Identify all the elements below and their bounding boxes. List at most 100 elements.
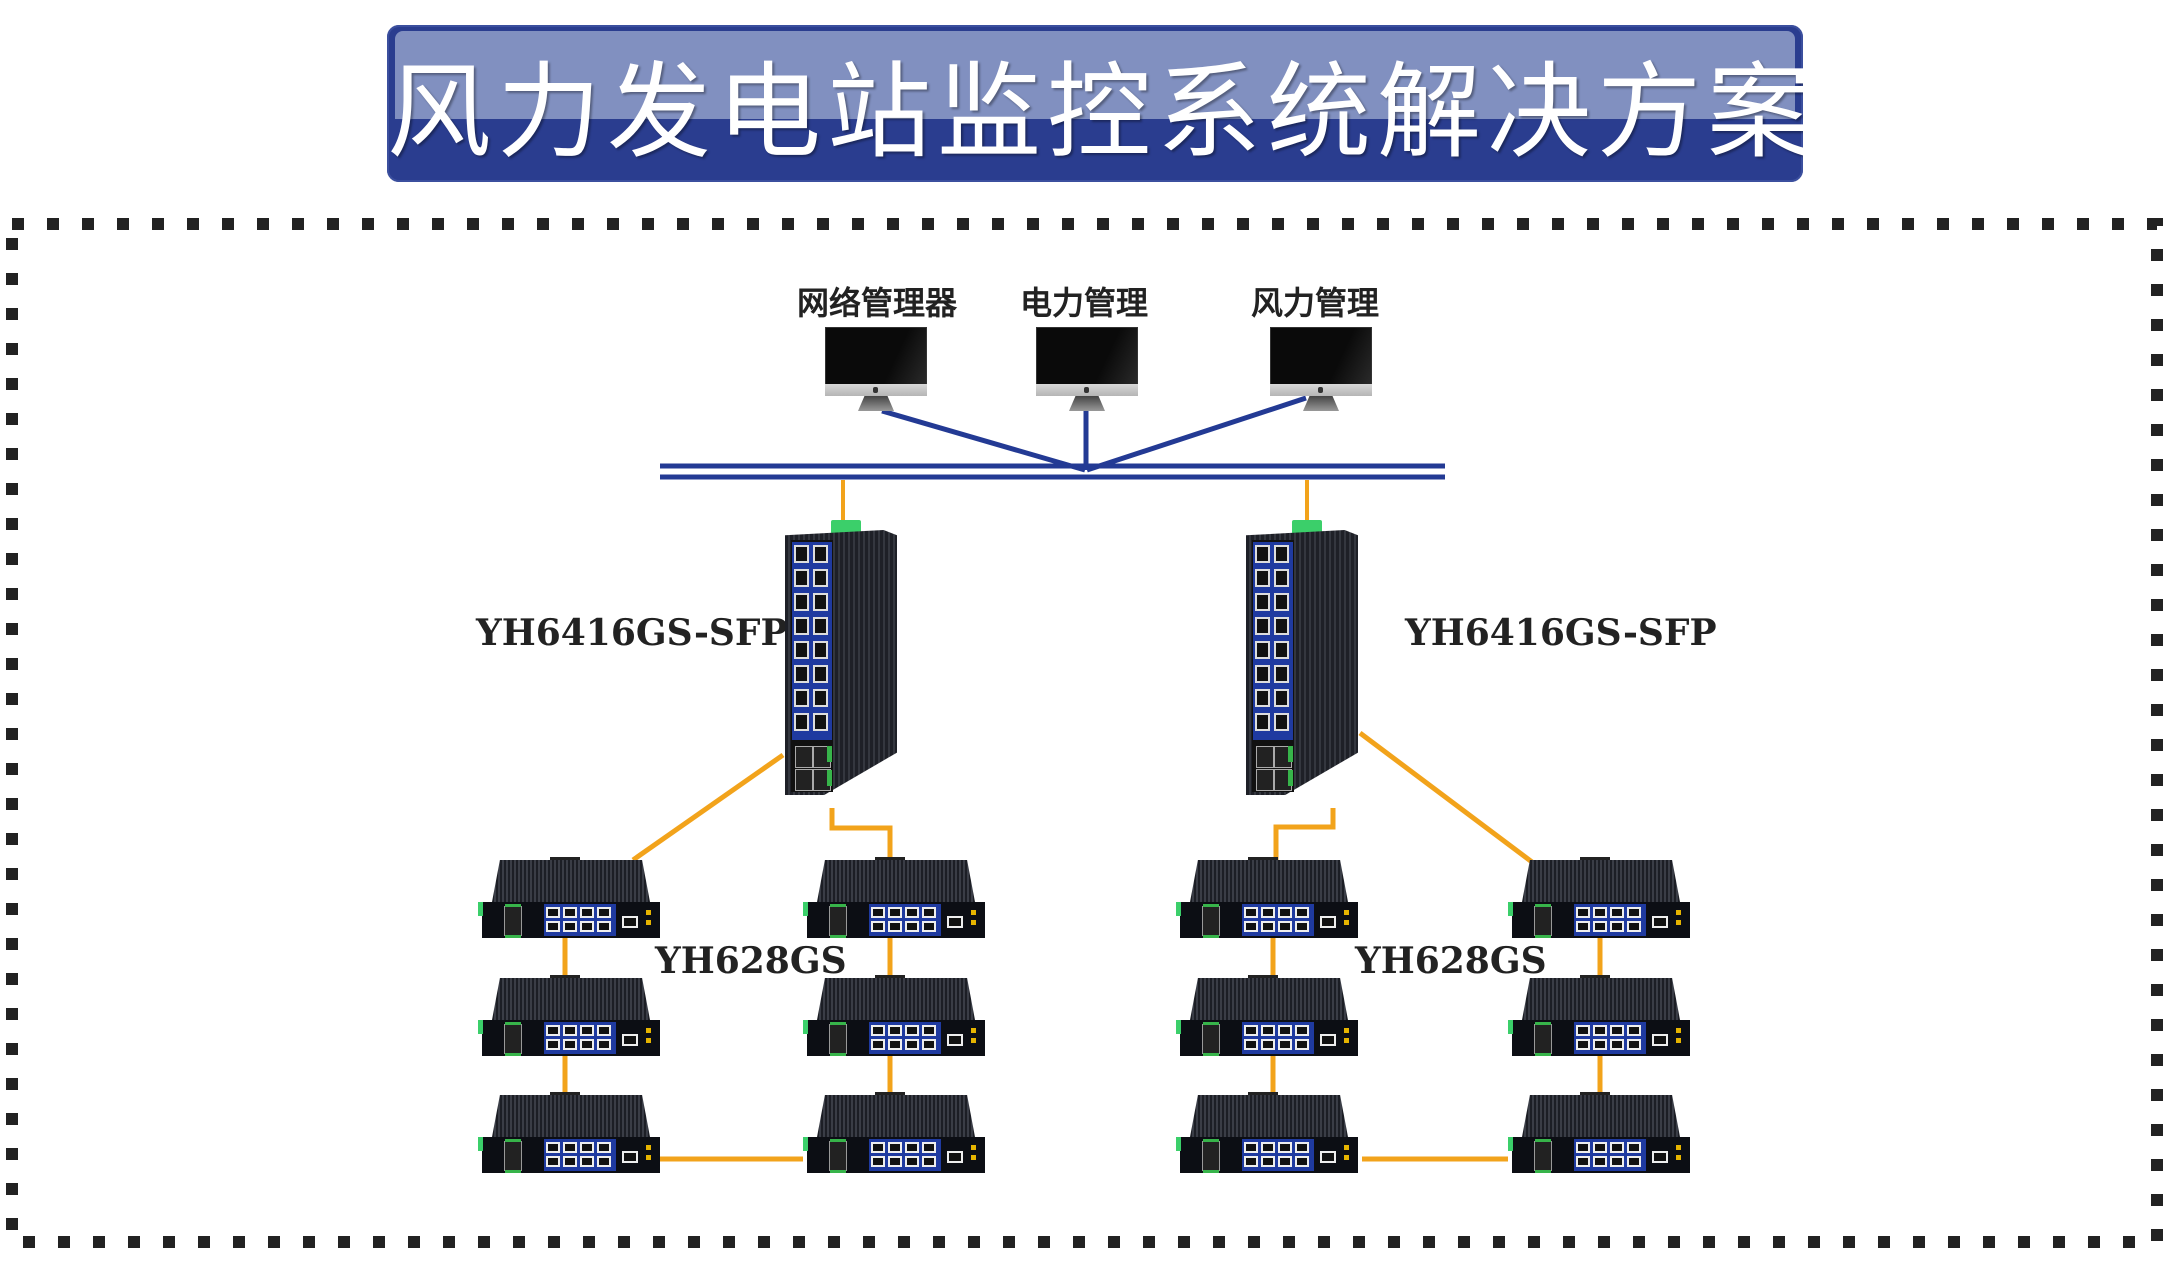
rj45-port <box>597 1025 611 1036</box>
console-port <box>1320 1034 1336 1046</box>
sfp-port <box>1256 746 1274 768</box>
rj45-port <box>794 617 809 635</box>
sfp-port <box>1534 1022 1552 1056</box>
console-port <box>1320 916 1336 928</box>
status-led <box>1288 746 1293 762</box>
rj45-port <box>580 1025 594 1036</box>
core-switch-right[interactable] <box>1246 520 1361 795</box>
desktop-monitor-icon[interactable] <box>1270 327 1372 412</box>
rj45-port <box>597 921 611 932</box>
rj45-port <box>597 1039 611 1050</box>
rj45-port <box>1261 907 1275 918</box>
rj45-port <box>813 713 828 731</box>
switch-chassis <box>1190 978 1348 1020</box>
rj45-port <box>794 689 809 707</box>
rj45-port <box>546 1142 560 1153</box>
rj45-port <box>580 1142 594 1153</box>
banner-gloss <box>395 31 1795 119</box>
sfp-port <box>1534 1139 1552 1173</box>
access-switch-left-2[interactable] <box>478 975 660 1058</box>
access-switch-right-2[interactable] <box>1176 975 1358 1058</box>
access-switch-left-1[interactable] <box>478 857 660 940</box>
rj45-port <box>563 921 577 932</box>
access-switch-right-3[interactable] <box>1176 1092 1358 1175</box>
power-terminal <box>1176 1137 1181 1151</box>
station-label-network-manager: 网络管理器 <box>797 284 958 322</box>
access-switch-right-4[interactable] <box>1508 857 1690 940</box>
rj45-port <box>1278 907 1292 918</box>
rj45-port <box>1255 569 1270 587</box>
rj45-port <box>1278 1142 1292 1153</box>
rj45-port <box>1593 1156 1607 1167</box>
rj45-port <box>871 1142 885 1153</box>
rj45-port <box>1295 907 1309 918</box>
rj45-port <box>1610 1142 1624 1153</box>
rj45-port <box>1244 1025 1258 1036</box>
switch-chassis <box>1522 978 1680 1020</box>
rj45-port <box>1576 1156 1590 1167</box>
sfp-port <box>1202 1139 1220 1173</box>
rj45-port <box>563 1142 577 1153</box>
access-switch-left-4[interactable] <box>803 857 985 940</box>
rj45-port <box>813 689 828 707</box>
sfp-port <box>1534 904 1552 938</box>
rj45-port <box>888 921 902 932</box>
power-terminal <box>803 902 808 916</box>
rj45-port <box>813 569 828 587</box>
rj45-port <box>1261 921 1275 932</box>
rj45-port <box>1255 689 1270 707</box>
rj45-port <box>905 1142 919 1153</box>
core-switch-label-right: YH6416GS-SFP <box>1405 612 1717 654</box>
rj45-port <box>888 1156 902 1167</box>
switch-chassis <box>817 978 975 1020</box>
access-switch-left-3[interactable] <box>478 1092 660 1175</box>
sfp-port <box>1202 1022 1220 1056</box>
rj45-port <box>1255 641 1270 659</box>
rj45-port <box>1627 907 1641 918</box>
console-port <box>1320 1151 1336 1163</box>
access-switch-right-1[interactable] <box>1176 857 1358 940</box>
power-terminal <box>478 1137 483 1151</box>
access-switch-left-5[interactable] <box>803 975 985 1058</box>
sfp-port <box>829 1022 847 1056</box>
access-switch-right-6[interactable] <box>1508 1092 1690 1175</box>
rj45-port <box>1627 1142 1641 1153</box>
status-led <box>1288 770 1293 786</box>
rj45-port <box>1627 1156 1641 1167</box>
desktop-monitor-icon[interactable] <box>825 327 927 412</box>
rj45-port <box>905 907 919 918</box>
rj45-port <box>1593 1025 1607 1036</box>
access-switch-right-5[interactable] <box>1508 975 1690 1058</box>
rj45-port <box>1627 1039 1641 1050</box>
rj45-port <box>871 1025 885 1036</box>
power-terminal <box>478 1020 483 1034</box>
rj45-port <box>922 1156 936 1167</box>
rj45-port <box>546 1025 560 1036</box>
rj45-port <box>1274 569 1289 587</box>
rj45-port <box>563 907 577 918</box>
power-terminal <box>1508 1020 1513 1034</box>
desktop-monitor-icon[interactable] <box>1036 327 1138 412</box>
sfp-port <box>1256 769 1274 791</box>
link-core-left-to-access-2 <box>829 808 893 860</box>
core-switch-left[interactable] <box>785 520 900 795</box>
rj45-port <box>871 1156 885 1167</box>
rj45-port <box>1610 907 1624 918</box>
rj45-port <box>888 907 902 918</box>
console-port <box>622 1034 638 1046</box>
rj45-port <box>1244 1142 1258 1153</box>
rj45-port <box>546 907 560 918</box>
rj45-port <box>1627 1025 1641 1036</box>
rj45-port <box>597 1156 611 1167</box>
bus-link-wind-management <box>1086 395 1307 473</box>
access-switch-left-6[interactable] <box>803 1092 985 1175</box>
rj45-port <box>563 1039 577 1050</box>
console-port <box>622 916 638 928</box>
rj45-port <box>794 569 809 587</box>
switch-chassis <box>1522 860 1680 902</box>
console-port <box>622 1151 638 1163</box>
rj45-port <box>1295 1039 1309 1050</box>
rj45-port <box>1255 617 1270 635</box>
access-group-label-left: YH628GS <box>655 940 847 982</box>
